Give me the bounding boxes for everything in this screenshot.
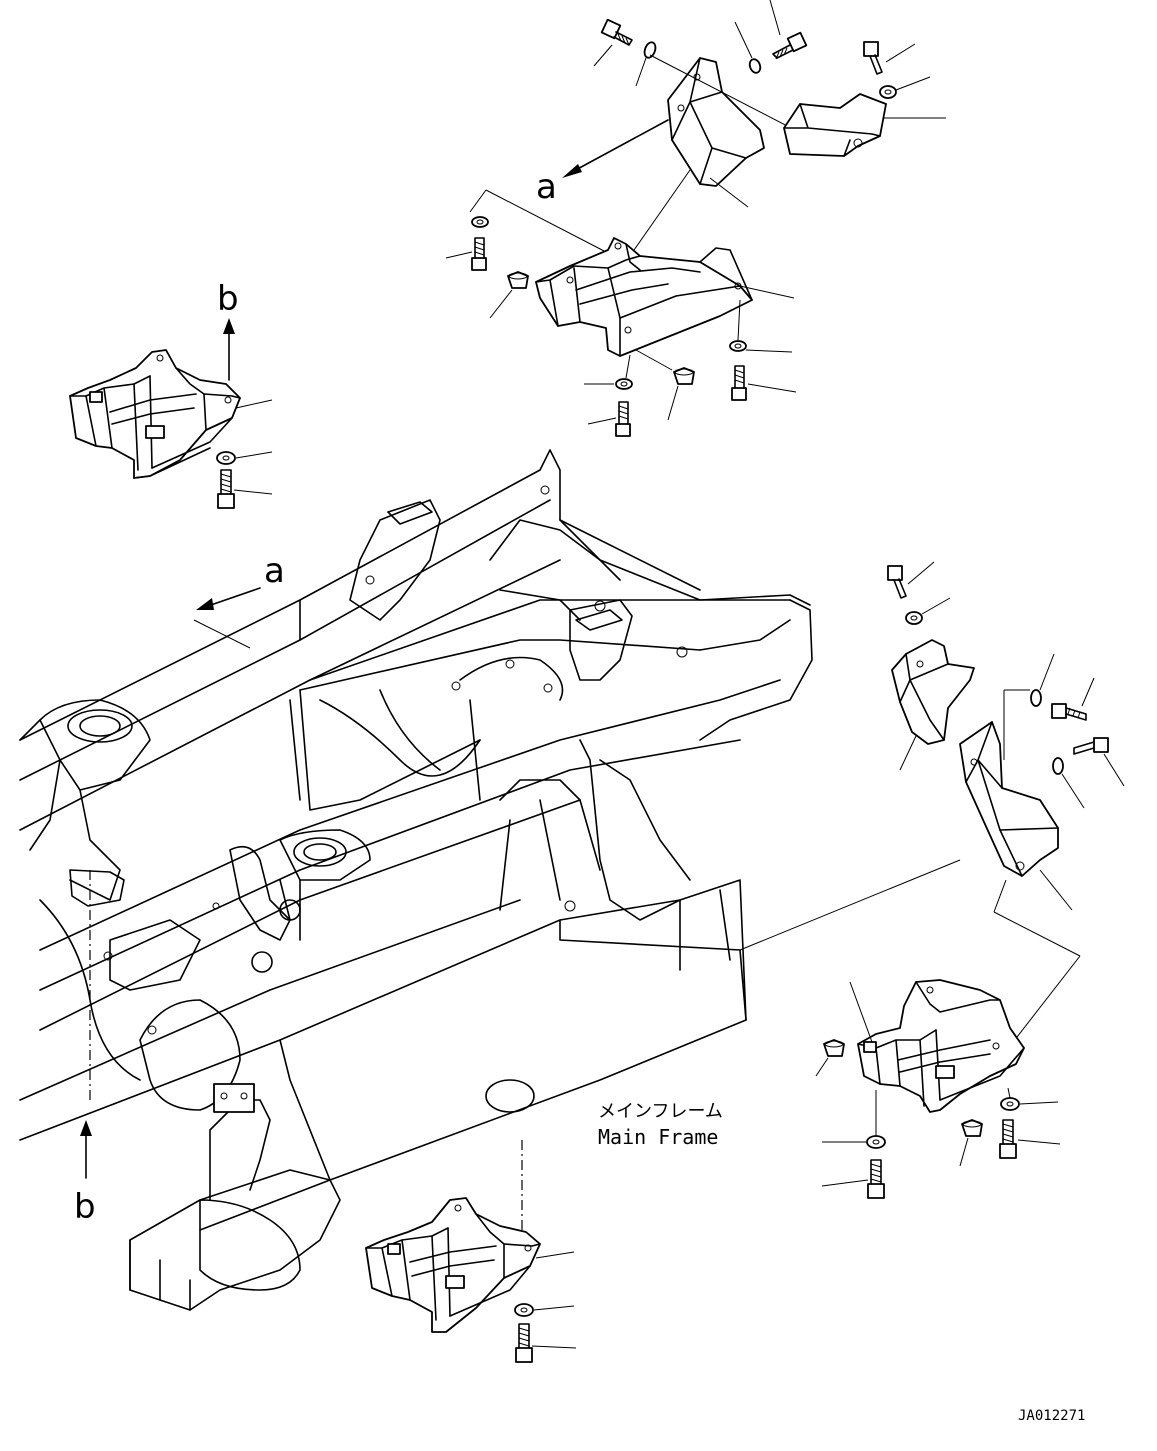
main-frame-label-jp: メインフレーム (598, 1101, 723, 1122)
bolt-icon (600, 18, 633, 46)
washer-icon (729, 340, 747, 352)
washer-icon (1052, 757, 1064, 775)
deflector-plate-right-1 (891, 639, 975, 745)
bolt-icon (217, 469, 235, 509)
washer-icon (1030, 689, 1042, 707)
bolt-icon (772, 31, 808, 60)
view-label-a-main: a (264, 551, 285, 591)
rubber-cushion-icon (823, 1039, 845, 1057)
washer-icon (615, 378, 633, 390)
frame-hardware (103, 485, 688, 1035)
washer-icon (514, 1303, 534, 1317)
main-frame-label-en: Main Frame (598, 1125, 718, 1149)
mount-bracket-right (857, 979, 1025, 1113)
washer-icon (471, 216, 489, 228)
deflector-plate-left (667, 57, 765, 187)
lower-mount-assembly (365, 1197, 577, 1363)
washer-icon (866, 1135, 886, 1149)
view-arrow-b-main (80, 1120, 92, 1179)
deflector-plate-right-2 (959, 721, 1059, 877)
mount-bracket-left (69, 349, 241, 479)
washer-icon (643, 41, 657, 59)
view-label-b-main: b (74, 1187, 96, 1227)
washer-icon (748, 58, 762, 74)
main-frame (19, 449, 813, 1311)
right-bracket-assembly (739, 561, 1125, 1199)
mount-bracket-upper (535, 237, 753, 357)
washer-icon (1000, 1097, 1020, 1111)
bolt-icon (887, 565, 907, 599)
rubber-cushion-icon (961, 1119, 983, 1137)
bolt-icon (1051, 703, 1087, 721)
rubber-cushion-icon (507, 271, 529, 289)
bolt-icon (515, 1323, 533, 1363)
left-mount-assembly: b (69, 279, 273, 509)
bolt-icon (1073, 737, 1109, 755)
view-arrow-a-top (562, 119, 669, 178)
mount-bracket-lower (365, 1197, 541, 1333)
bolt-icon (615, 401, 631, 437)
washer-icon (905, 611, 923, 625)
upper-bracket-assembly: a (445, 0, 946, 437)
view-label-a-top: a (536, 167, 557, 207)
bolt-icon (731, 365, 747, 401)
deflector-plate-right (783, 93, 887, 157)
bolt-icon (867, 1159, 885, 1199)
bolt-icon (471, 237, 487, 271)
view-label-b-top: b (217, 279, 239, 319)
bolt-icon (999, 1119, 1017, 1159)
washer-icon (216, 451, 236, 465)
view-arrow-b-top (223, 318, 235, 381)
drawing-id: JA012271 (1018, 1408, 1085, 1424)
view-arrow-a-main (193, 587, 261, 649)
rubber-cushion-icon (673, 367, 695, 385)
washer-icon (879, 85, 897, 99)
bolt-icon (863, 41, 883, 75)
